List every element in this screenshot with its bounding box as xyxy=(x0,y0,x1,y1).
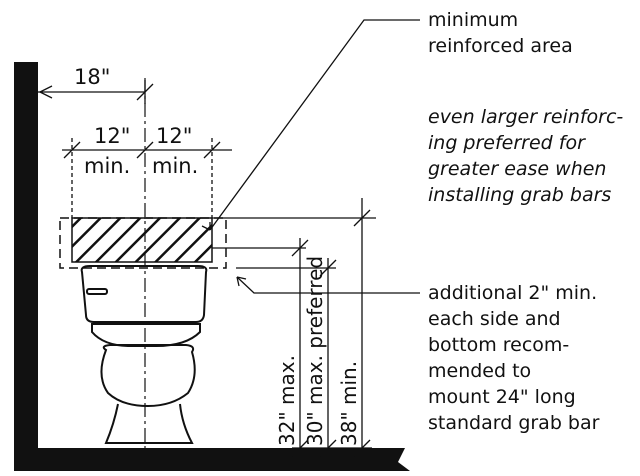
note-additional: additional 2" min. each side and bottom … xyxy=(428,282,600,434)
minimum-reinforced-area xyxy=(71,217,213,263)
leader-lines xyxy=(201,19,420,294)
toilet-outline xyxy=(80,265,208,444)
dimension-heights xyxy=(212,198,376,457)
label-12-left: 12" xyxy=(94,124,130,148)
dimension-18 xyxy=(38,80,154,104)
label-38-min: 38" min. xyxy=(337,361,361,446)
label-32-max: 32" max. xyxy=(275,355,299,446)
note-larger-preferred: even larger reinforc- ing preferred for … xyxy=(428,106,624,206)
recommended-extended-area xyxy=(59,217,227,269)
flush-handle-icon xyxy=(86,288,108,295)
label-18: 18" xyxy=(74,65,110,89)
label-30-preferred: 30" max. preferred xyxy=(303,256,327,446)
label-12-right-min: min. xyxy=(152,154,198,178)
label-12-left-min: min. xyxy=(84,154,130,178)
note-minimum-area: minimum reinforced area xyxy=(428,9,573,57)
dimension-12-min xyxy=(62,138,232,218)
label-12-right: 12" xyxy=(156,124,192,148)
